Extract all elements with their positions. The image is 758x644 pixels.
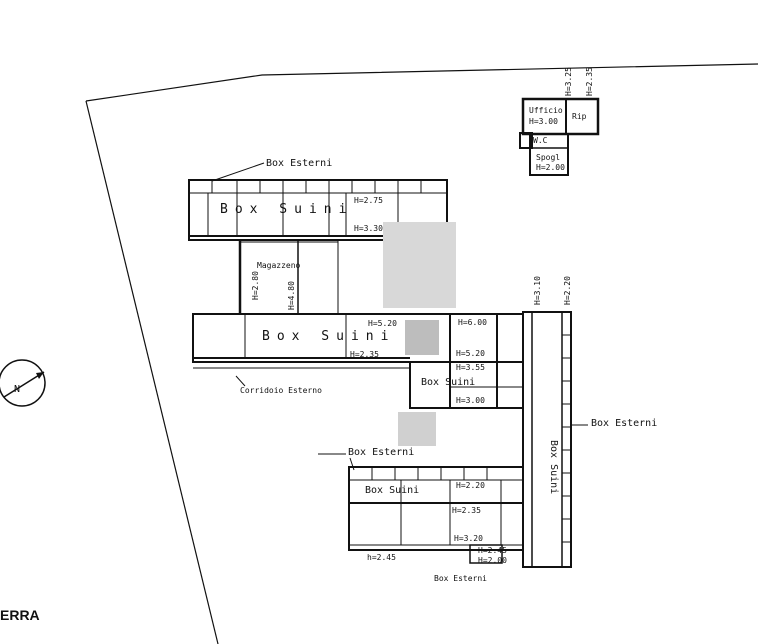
label-wc: W.C — [533, 136, 548, 145]
label-h-side-1: H=3.25 — [564, 67, 573, 96]
label-h-side-2: H=2.35 — [585, 67, 594, 96]
building-middle — [192, 313, 524, 409]
label-box-suini-mid: Box Suini — [262, 329, 395, 344]
label-magazzeno: Magazzeno — [257, 261, 301, 270]
site-boundary-right — [330, 100, 332, 160]
label-h-mid-5: H=3.55 — [456, 363, 485, 372]
label-h-top-1: H=2.75 — [354, 196, 383, 205]
label-h-mid-2: H=2.35 — [350, 350, 379, 359]
label-h-low-1: H=2.20 — [456, 481, 485, 490]
label-box-suini-right: Box Suini — [421, 377, 475, 388]
label-h-low-2: H=2.35 — [452, 506, 481, 515]
label-box-esterni-bottom: Box Esterni — [434, 574, 487, 583]
label-box-suini-top: Box Suini — [220, 202, 353, 217]
building-lower — [348, 466, 524, 564]
label-spogl-h: H=2.00 — [536, 163, 565, 172]
label-h-2-20-top: H=2.20 — [563, 276, 572, 305]
label-corridoio: Corridoio Esterno — [240, 386, 322, 395]
label-h-low-3: H=3.20 — [454, 534, 483, 543]
label-h-low-6: h=2.45 — [367, 553, 396, 562]
north-arrow-label: N — [14, 384, 20, 395]
label-box-esterni-right: Box Esterni — [591, 418, 657, 429]
north-arrow: N — [0, 359, 46, 407]
label-h-mid-6: H=3.00 — [456, 396, 485, 405]
label-box-esterni-low: Box Esterni — [348, 447, 414, 458]
label-ufficio: Ufficio — [529, 106, 563, 115]
building-right-vertical — [522, 311, 572, 568]
label-h-mid-1: H=5.20 — [368, 319, 397, 328]
blurred-area-2 — [405, 320, 439, 355]
blurred-area-1 — [383, 222, 456, 308]
label-h-3-10: H=3.10 — [533, 276, 542, 305]
label-h-mid-4: H=5.20 — [456, 349, 485, 358]
label-h-top-2: H=3.30 — [354, 224, 383, 233]
label-h-low-5: H=2.00 — [478, 556, 507, 565]
site-boundary-left — [85, 100, 219, 644]
label-h-mag-1: H=2.80 — [251, 271, 260, 300]
label-h-mid-3: H=6.00 — [458, 318, 487, 327]
label-spogl: Spogl — [536, 153, 560, 162]
building-office — [519, 97, 600, 176]
site-boundary — [85, 63, 758, 102]
label-h-low-4: H=2.45 — [478, 546, 507, 555]
building-magazzeno — [238, 240, 339, 314]
label-box-suini-low: Box Suini — [365, 485, 419, 496]
legend-label: ERRA — [0, 607, 40, 623]
blurred-area-3 — [398, 412, 436, 446]
label-rip: Rip — [572, 112, 587, 121]
label-h-mag-2: H=4.80 — [287, 281, 296, 310]
label-box-esterni-top: Box Esterni — [266, 158, 332, 169]
label-ufficio-h: H=3.00 — [529, 117, 558, 126]
label-box-suini-vert: Box Suini — [548, 440, 559, 494]
